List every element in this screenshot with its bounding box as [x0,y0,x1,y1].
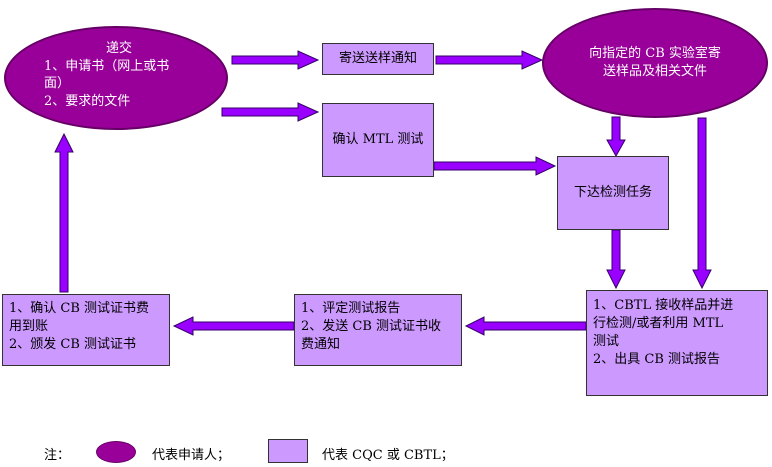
arrow-review-to-payment [172,316,295,336]
review-line3: 费通知 [301,337,341,352]
lab-ellipse: 向指定的 CB 实验室寄 送样品及相关文件 [542,8,768,118]
cbtl-line1: 1、CBTL 接收样品并进 [593,298,734,313]
review-box: 1、评定测试报告 2、发送 CB 测试证书收 费通知 [294,294,462,366]
lab-line2: 送样品及相关文件 [602,64,707,79]
issue-task-label: 下达检测任务 [573,185,652,200]
notice-box: 寄送送样通知 [322,43,434,75]
review-line2: 2、发送 CB 测试证书收 [301,319,442,334]
arrow-lab-to-task [606,116,626,158]
legend-applicant-label: 代表申请人； [152,448,231,463]
cbtl-line3: 测试 [593,334,620,349]
cbtl-line2: 行检测/或者利用 MTL [593,316,724,331]
arrow-notice-to-lab [435,50,544,70]
legend-note: 注： [44,448,71,463]
applicant-ellipse: 递交 1、申请书（网上或书 面） 2、要求的文件 [4,26,228,130]
applicant-line1: 1、申请书（网上或书 [44,59,170,74]
cbtl-box: 1、CBTL 接收样品并进 行检测/或者利用 MTL 测试 2、出具 CB 测试… [586,290,768,396]
confirm-mtl-label: 确认 MTL 测试 [332,132,424,147]
arrow-applicant-to-confirm [221,102,320,122]
arrow-cbtl-to-review [464,316,587,336]
arrow-applicant-to-notice [231,50,320,70]
payment-line2: 用到账 [9,319,49,334]
payment-line1: 1、确认 CB 测试证书费 [9,301,150,316]
arrow-lab-to-cbtl [692,117,712,290]
arrow-task-to-cbtl [606,229,626,290]
legend-box-swatch [268,439,308,463]
notice-label: 寄送送样通知 [338,51,417,66]
applicant-line2: 面） [44,76,71,91]
arrow-confirm-to-task [433,156,557,176]
confirm-mtl-box: 确认 MTL 测试 [322,103,434,177]
review-line1: 1、评定测试报告 [301,301,401,316]
payment-box: 1、确认 CB 测试证书费 用到账 2、颁发 CB 测试证书 [2,294,170,366]
cbtl-line4: 2、出具 CB 测试报告 [593,352,721,367]
applicant-line3: 2、要求的文件 [44,94,131,109]
lab-line1: 向指定的 CB 实验室寄 [589,46,721,61]
payment-line3: 2、颁发 CB 测试证书 [9,337,137,352]
arrow-payment-to-applicant [54,132,74,293]
issue-task-box: 下达检测任务 [557,156,669,230]
legend-cqc-label: 代表 CQC 或 CBTL； [322,448,454,463]
legend-ellipse-swatch [96,441,136,463]
applicant-title: 递交 [106,41,133,56]
